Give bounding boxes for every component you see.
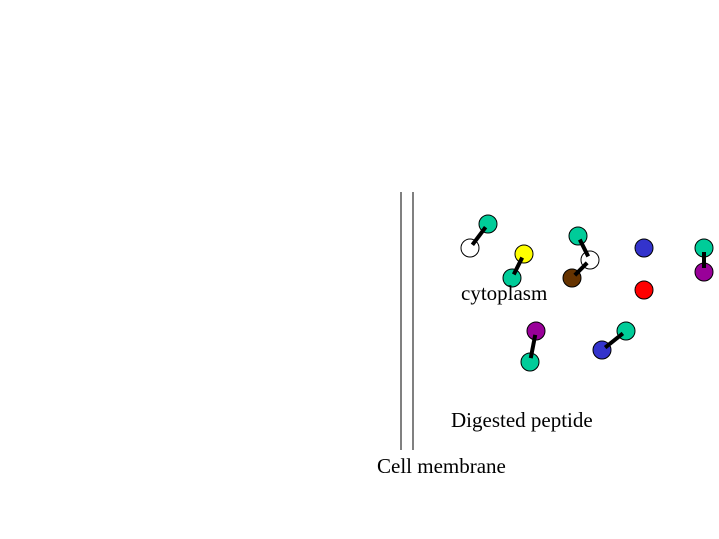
cell-membrane-label: Cell membrane xyxy=(377,454,506,478)
teal-purple-dipeptide xyxy=(694,238,714,282)
white-teal-dipeptide xyxy=(460,214,498,258)
teal-white-brown-tripeptide xyxy=(562,226,600,288)
teal-amino-acid xyxy=(502,268,522,288)
blue-amino-acid xyxy=(634,238,654,258)
blue-amino-acid xyxy=(634,238,654,258)
peptide-bond xyxy=(573,261,589,277)
red-amino-acid xyxy=(634,280,654,300)
red-amino-acid xyxy=(634,280,654,300)
peptide-bond xyxy=(470,225,488,247)
peptide-bond xyxy=(603,331,625,350)
blue-teal-dipeptide xyxy=(592,321,636,360)
purple-teal-dipeptide xyxy=(520,321,546,372)
teal-amino-acid xyxy=(568,226,588,246)
cell-membrane xyxy=(400,192,414,450)
cytoplasm-label: cytoplasm xyxy=(461,281,547,305)
peptide-bond xyxy=(528,334,538,359)
peptide-bond xyxy=(578,238,590,258)
peptide-bond xyxy=(512,256,524,276)
teal-yellow-dipeptide xyxy=(502,244,534,288)
digested-peptide-label: Digested peptide xyxy=(451,408,593,432)
yellow-amino-acid xyxy=(514,244,534,264)
